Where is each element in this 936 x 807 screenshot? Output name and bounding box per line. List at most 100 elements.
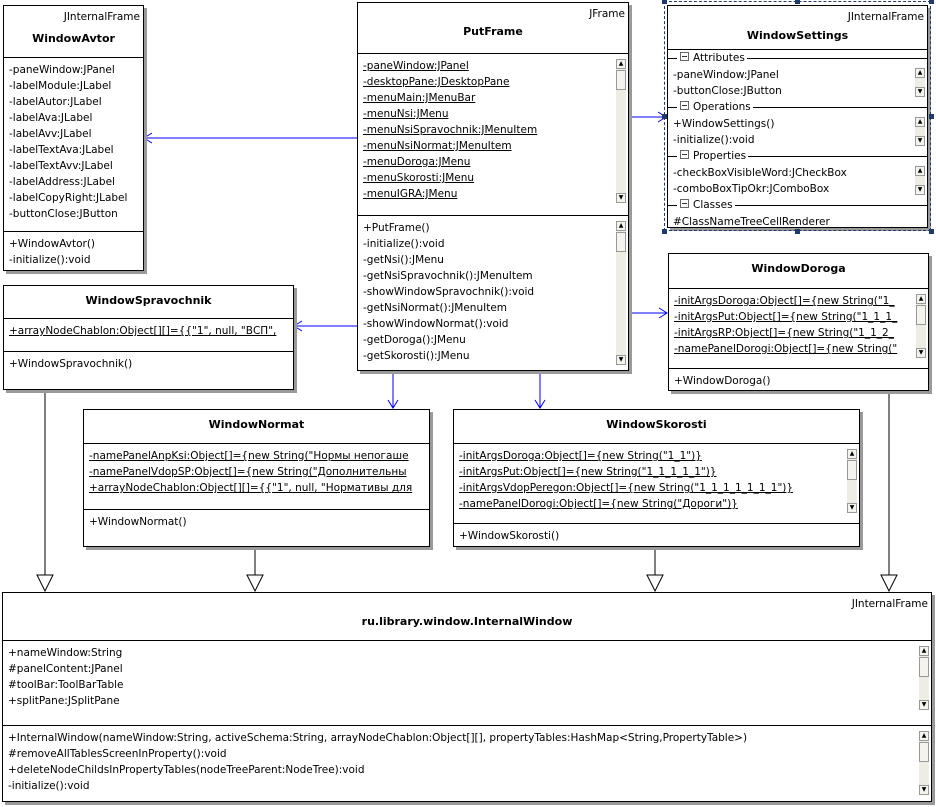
attribute-item[interactable]: -namePanelAnpKsi:Object[]={new String("Н… — [89, 450, 409, 462]
member-item[interactable]: -initialize():void — [8, 780, 90, 792]
attribute-item[interactable]: -menuMain:JMenuBar — [363, 92, 476, 104]
member-item[interactable]: +deleteNodeChildsInPropertyTables(nodeTr… — [8, 764, 365, 776]
attribute-item[interactable]: -initArgsPut:Object[]={new String("1_1_1… — [674, 311, 898, 323]
attribute-item[interactable]: -labelTextAvv:JLabel — [9, 160, 113, 172]
scrollbar[interactable]: ▲▼ — [847, 449, 857, 513]
attribute-item[interactable]: #toolBar:ToolBarTable — [8, 679, 124, 691]
member-item[interactable]: -getNsiNormat():JMenuItem — [363, 302, 508, 314]
member-item[interactable]: -checkBoxVisibleWord:JCheckBox — [673, 167, 847, 179]
dependency-put-frame-to-window-spravochnik[interactable] — [293, 320, 357, 332]
generalization-window-doroga-to-internal-window[interactable] — [880, 392, 898, 593]
attribute-item[interactable]: +arrayNodeChablon:Object[][]={{"1", null… — [89, 482, 413, 494]
member-item[interactable]: -initialize():void — [9, 254, 91, 266]
attribute-item[interactable]: -labelModule:JLabel — [9, 80, 112, 92]
scroll-thumb[interactable] — [616, 232, 626, 252]
attribute-item[interactable]: -paneWindow:JPanel — [363, 60, 469, 72]
generalization-window-spravochnik-to-internal-window[interactable] — [36, 391, 54, 593]
scroll-thumb[interactable] — [847, 460, 857, 480]
scroll-down-icon[interactable]: ▼ — [847, 503, 857, 513]
scroll-down-icon[interactable]: ▼ — [919, 785, 929, 795]
member-item[interactable]: -showWindowNormat():void — [363, 318, 509, 330]
attribute-item[interactable]: -labelAva:JLabel — [9, 112, 93, 124]
member-item[interactable]: +WindowSpravochnik() — [9, 358, 133, 370]
scroll-thumb[interactable] — [919, 742, 929, 762]
member-item[interactable]: +WindowAvtor() — [9, 238, 96, 250]
resize-handle[interactable] — [928, 0, 934, 4]
scroll-down-icon[interactable]: ▼ — [616, 193, 626, 203]
attribute-item[interactable]: +splitPane:JSplitPane — [8, 695, 120, 707]
attribute-item[interactable]: -labelAddress:JLabel — [9, 176, 115, 188]
member-item[interactable]: -buttonClose:JButton — [673, 85, 782, 97]
scroll-thumb[interactable] — [616, 70, 626, 90]
attribute-item[interactable]: -namePanelDorogi:Object[]={new String(" — [674, 343, 898, 355]
collapse-toggle-icon[interactable] — [680, 52, 689, 61]
attribute-item[interactable]: -namePanelVdopSP:Object[]={new String("Д… — [89, 466, 407, 478]
attribute-item[interactable]: -labelCopyRight:JLabel — [9, 192, 128, 204]
attribute-item[interactable]: -menuDoroga:JMenu — [363, 156, 471, 168]
member-item[interactable]: #removeAllTablesScreenInProperty():void — [8, 748, 227, 760]
scroll-up-icon[interactable]: ▲ — [915, 68, 925, 78]
scroll-down-icon[interactable]: ▼ — [915, 185, 925, 195]
member-item[interactable]: +PutFrame() — [363, 222, 430, 234]
scroll-up-icon[interactable]: ▲ — [616, 221, 626, 231]
member-item[interactable]: -initialize():void — [673, 134, 755, 146]
dependency-put-frame-to-window-doroga[interactable] — [629, 307, 668, 319]
scroll-down-icon[interactable]: ▼ — [919, 700, 929, 710]
scroll-up-icon[interactable]: ▲ — [919, 731, 929, 741]
scroll-up-icon[interactable]: ▲ — [616, 59, 626, 69]
scroll-up-icon[interactable]: ▲ — [916, 294, 926, 304]
scroll-up-icon[interactable]: ▲ — [847, 449, 857, 459]
attribute-item[interactable]: -labelTextAva:JLabel — [9, 144, 114, 156]
resize-handle[interactable] — [928, 228, 934, 234]
section-header[interactable]: Operations — [668, 99, 927, 115]
attribute-item[interactable]: -labelAutor:JLabel — [9, 96, 102, 108]
dependency-put-frame-to-window-avtor[interactable] — [143, 132, 357, 144]
member-item[interactable]: +WindowSkorosti() — [459, 530, 560, 542]
attribute-item[interactable]: +arrayNodeChablon:Object[][]={{"1", null… — [9, 325, 277, 337]
section-header[interactable]: Properties — [668, 148, 927, 164]
member-item[interactable]: +WindowSettings() — [673, 118, 775, 130]
member-item[interactable]: -getNsiSpravochnik():JMenuItem — [363, 270, 533, 282]
class-window-doroga[interactable]: WindowDoroga-initArgsDoroga:Object[]={ne… — [668, 253, 929, 391]
scrollbar[interactable]: ▲▼ — [919, 646, 929, 710]
member-item[interactable]: -comboBoxTipOkr:JComboBox — [673, 183, 830, 195]
scroll-thumb[interactable] — [919, 657, 929, 677]
member-item[interactable]: -getSkorosti():JMenu — [363, 350, 470, 362]
member-item[interactable]: -getDoroga():JMenu — [363, 334, 466, 346]
generalization-window-normat-to-internal-window[interactable] — [246, 548, 264, 593]
member-item[interactable]: -paneWindow:JPanel — [673, 69, 779, 81]
attribute-item[interactable]: -initArgsPut:Object[]={new String("1_1_1… — [459, 466, 717, 478]
attribute-item[interactable]: -initArgsDoroga:Object[]={new String("1_ — [674, 295, 895, 307]
attribute-item[interactable]: -initArgsRP:Object[]={new String("1_1_2_ — [674, 327, 894, 339]
attribute-item[interactable]: -initArgsDoroga:Object[]={new String("1_… — [459, 450, 702, 462]
member-item[interactable]: -getNsi():JMenu — [363, 254, 444, 266]
scroll-up-icon[interactable]: ▲ — [915, 117, 925, 127]
resize-handle[interactable] — [928, 113, 934, 119]
scrollbar[interactable]: ▲▼ — [915, 117, 925, 146]
attribute-item[interactable]: -namePanelDorogi:Object[]={new String("Д… — [459, 498, 738, 510]
attribute-item[interactable]: -menuIGRA:JMenu — [363, 188, 458, 200]
dependency-put-frame-to-window-skorosti[interactable] — [534, 372, 546, 409]
member-item[interactable]: +WindowNormat() — [89, 516, 187, 528]
attribute-item[interactable]: +nameWindow:String — [8, 647, 123, 659]
attribute-item[interactable]: -menuNsiNormat:JMenuItem — [363, 140, 512, 152]
attribute-item[interactable]: -buttonClose:JButton — [9, 208, 118, 220]
attribute-item[interactable]: -menuNsi:JMenu — [363, 108, 449, 120]
member-item[interactable]: +WindowDoroga() — [674, 375, 771, 387]
attribute-item[interactable]: -desktopPane:JDesktopPane — [363, 76, 510, 88]
resize-handle[interactable] — [795, 0, 800, 4]
scrollbar[interactable]: ▲▼ — [616, 221, 626, 365]
scrollbar[interactable]: ▲▼ — [916, 294, 926, 358]
scroll-down-icon[interactable]: ▼ — [915, 87, 925, 97]
dependency-put-frame-to-window-settings[interactable] — [629, 111, 667, 123]
scrollbar[interactable]: ▲▼ — [915, 68, 925, 97]
scrollbar[interactable]: ▲▼ — [919, 731, 929, 795]
dependency-put-frame-to-window-normat[interactable] — [387, 372, 399, 409]
attribute-item[interactable]: -menuNsiSpravochnik:JMenuItem — [363, 124, 538, 136]
member-item[interactable]: +InternalWindow(nameWindow:String, activ… — [8, 732, 748, 744]
class-window-normat[interactable]: WindowNormat-namePanelAnpKsi:Object[]={n… — [83, 409, 430, 547]
section-header[interactable]: Classes — [668, 197, 927, 213]
